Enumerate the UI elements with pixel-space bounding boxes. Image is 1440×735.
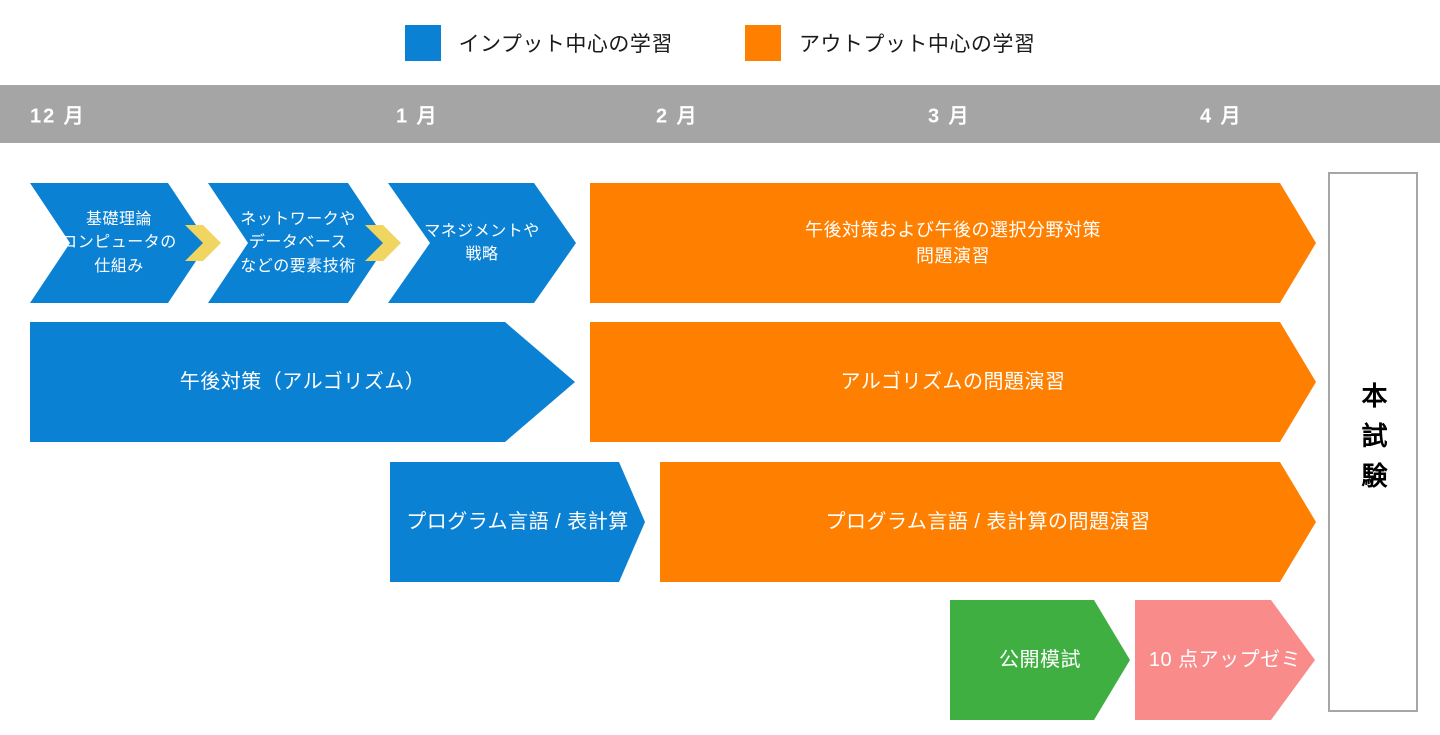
task-program-language[interactable]: プログラム言語 / 表計算 xyxy=(390,462,645,582)
blue-square-icon xyxy=(404,24,441,61)
legend: インプット中心の学習 アウトプット中心の学習 xyxy=(0,0,1440,85)
task-basic-theory-label: 基礎理論 コンピュータの 仕組み xyxy=(61,211,177,275)
month-label-0: 12 月 xyxy=(30,105,86,128)
task-management-strategy-label: マネジメントや 戦略 xyxy=(424,222,540,263)
orange-square-icon xyxy=(744,24,781,61)
month-label-2: 2 月 xyxy=(656,105,699,128)
task-public-mock-exam-label: 公開模試 xyxy=(999,648,1081,671)
task-afternoon-algorithm-label: 午後対策（アルゴリズム） xyxy=(179,370,426,393)
legend-label-input: インプット中心の学習 xyxy=(458,32,673,56)
month-label-4: 4 月 xyxy=(1200,105,1243,128)
task-afternoon-algorithm[interactable]: 午後対策（アルゴリズム） xyxy=(30,322,575,442)
task-program-language-practice[interactable]: プログラム言語 / 表計算の問題演習 xyxy=(660,462,1316,582)
task-network-database-label: ネットワークや データベース などの要素技術 xyxy=(240,211,356,275)
task-ten-point-seminar-label: 10 点アップゼミ xyxy=(1148,648,1302,671)
task-program-language-label: プログラム言語 / 表計算 xyxy=(406,510,629,533)
task-algorithm-practice[interactable]: アルゴリズムの問題演習 xyxy=(590,322,1316,442)
month-header-bar: 12 月 1 月 2 月 3 月 4 月 xyxy=(0,85,1440,143)
legend-label-output: アウトプット中心の学習 xyxy=(798,32,1036,56)
month-label-3: 3 月 xyxy=(928,105,971,128)
task-network-database[interactable]: ネットワークや データベース などの要素技術 xyxy=(208,183,388,303)
task-afternoon-measures-label: 午後対策および午後の選択分野対策 問題演習 xyxy=(805,219,1101,266)
legend-item-input: インプット中心の学習 xyxy=(404,24,673,61)
month-label-1: 1 月 xyxy=(396,105,439,128)
task-ten-point-seminar[interactable]: 10 点アップゼミ xyxy=(1135,600,1315,720)
task-public-mock-exam[interactable]: 公開模試 xyxy=(950,600,1130,720)
legend-item-output: アウトプット中心の学習 xyxy=(744,24,1036,61)
exam-label: 本試験 xyxy=(1358,382,1388,502)
task-program-language-practice-label: プログラム言語 / 表計算の問題演習 xyxy=(825,510,1151,533)
exam-box: 本試験 xyxy=(1328,172,1418,712)
task-management-strategy[interactable]: マネジメントや 戦略 xyxy=(388,183,576,303)
task-basic-theory[interactable]: 基礎理論 コンピュータの 仕組み xyxy=(30,183,208,303)
task-afternoon-measures[interactable]: 午後対策および午後の選択分野対策 問題演習 xyxy=(590,183,1316,303)
task-algorithm-practice-label: アルゴリズムの問題演習 xyxy=(840,370,1066,393)
